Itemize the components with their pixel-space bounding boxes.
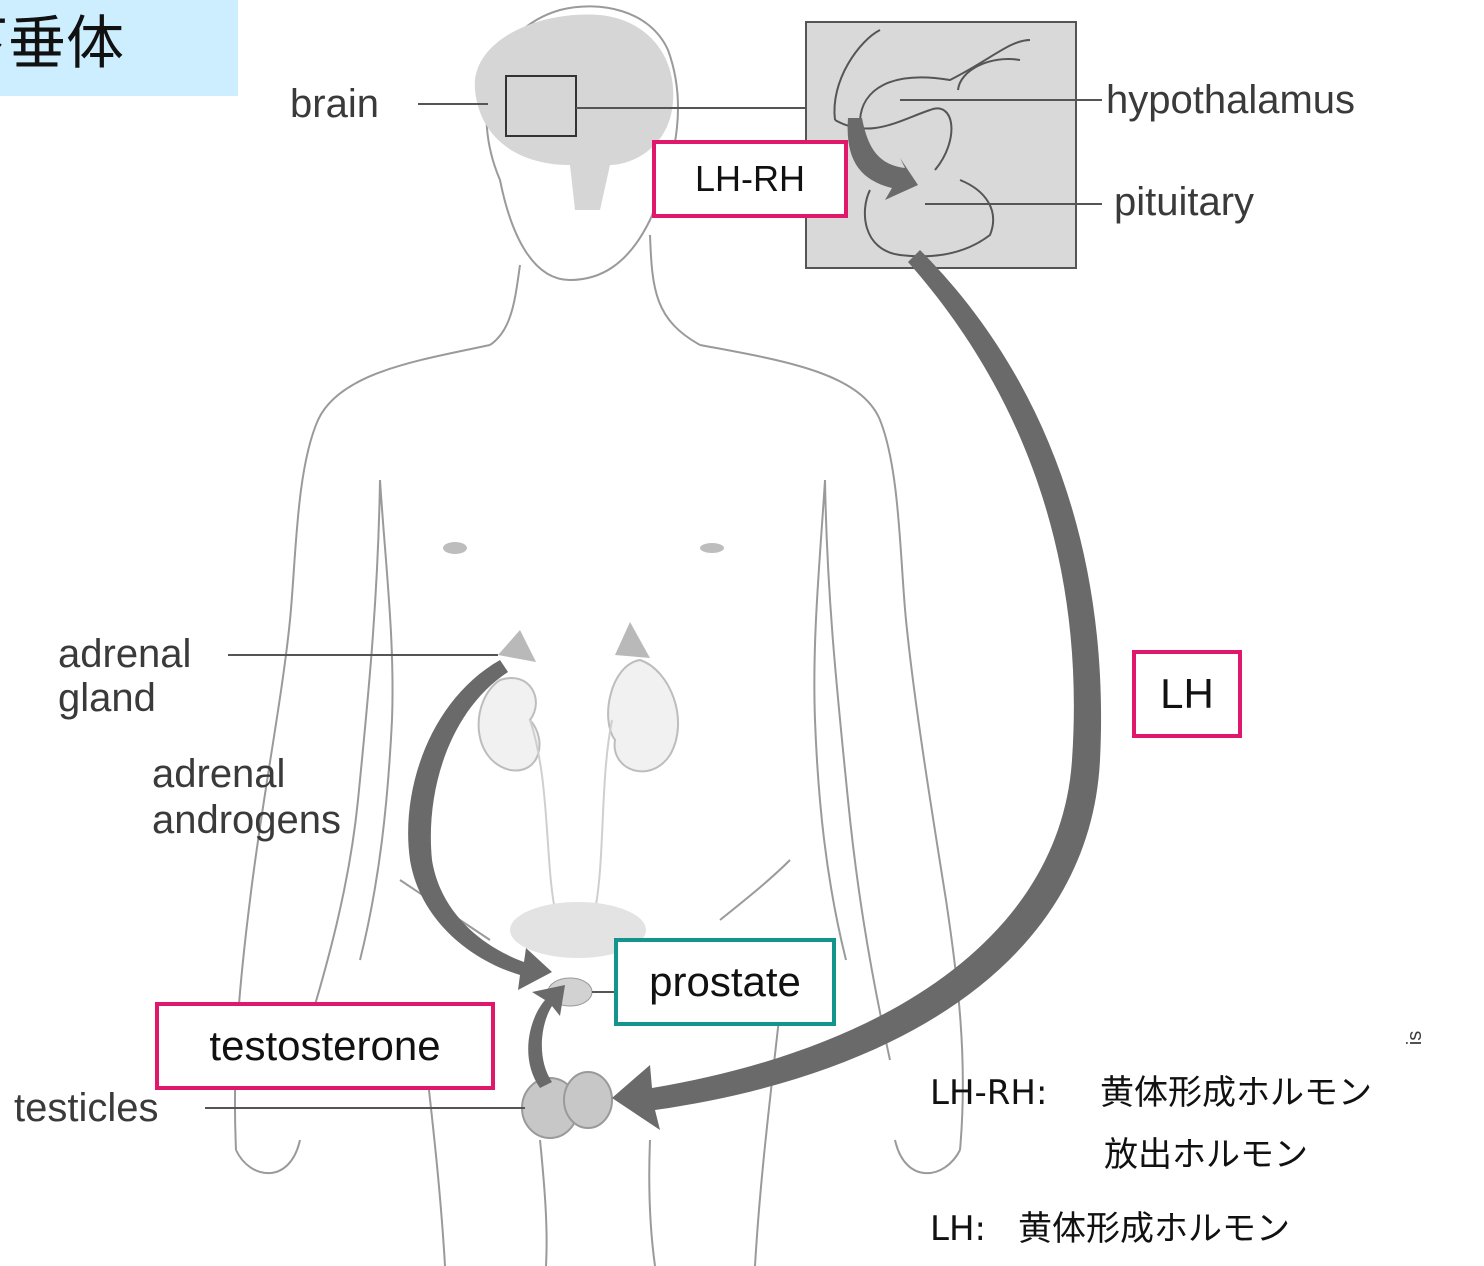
adrenal-androgens-label-line2: androgens [152,800,341,840]
legend-lhrh-desc-1: 黄体形成ホルモン [1100,1076,1372,1110]
prostate-box-label: prostate [649,958,801,1006]
brain-shape [475,14,674,210]
adrenal-gland-right [615,622,650,658]
hypothalamus-label: hypothalamus [1106,80,1355,120]
testosterone-box-label: testosterone [209,1022,440,1070]
adrenal-gland-left [498,630,536,662]
legend-lhrh-desc-2: 放出ホルモン [1104,1138,1308,1172]
legend-lh-term: LH: [930,1212,986,1246]
prostate-box: prostate [614,938,836,1026]
adrenal-androgens-label-line1: adrenal [152,754,285,794]
adrenal-gland-label-line2: gland [58,678,156,718]
nipple-right [700,543,724,553]
ureters [530,720,612,910]
testosterone-arrow [528,985,565,1088]
testicles-label: testicles [14,1088,159,1128]
lh-box-label: LH [1160,670,1214,718]
testosterone-box: testosterone [155,1002,495,1090]
legend-lhrh-term: LH-RH: [930,1076,1047,1110]
lhrh-box: LH-RH [652,140,848,218]
adrenal-gland-label-line1: adrenal [58,634,191,674]
title-box: 下垂体 腺系 性） [0,0,238,96]
lhrh-box-label: LH-RH [695,158,805,200]
partial-mark: is [1405,1031,1425,1045]
brain-label: brain [290,84,379,124]
pituitary-label: pituitary [1114,182,1254,222]
title-line-1: 下垂体 [0,14,124,72]
nipple-left [443,542,467,554]
testicles-shape [522,1072,612,1138]
legend-lh-desc: 黄体形成ホルモン [1018,1212,1290,1246]
lh-box: LH [1132,650,1242,738]
kidneys [479,660,678,771]
